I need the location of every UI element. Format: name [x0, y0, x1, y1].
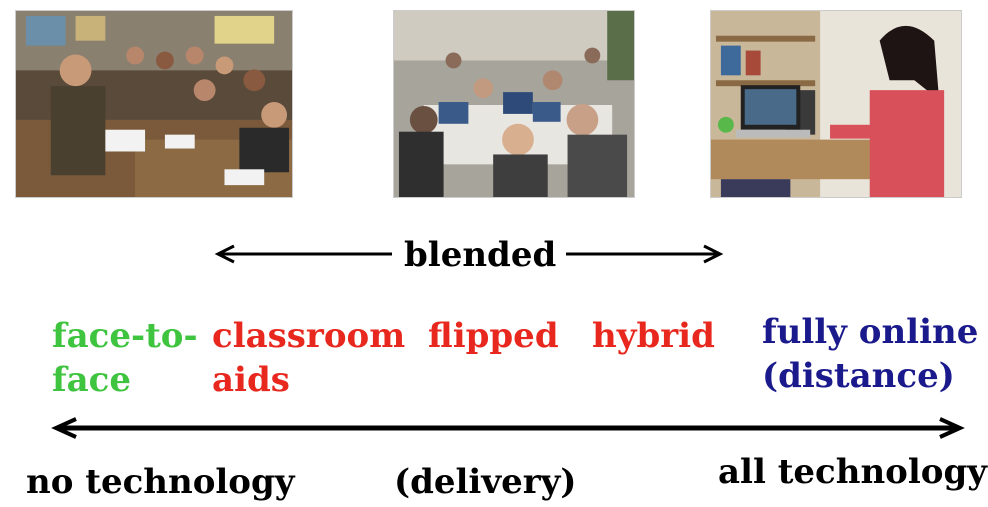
category-line: flipped: [428, 316, 559, 356]
category-classroom-aids: classroom aids: [212, 314, 405, 402]
axis-right-label: all technology: [718, 452, 987, 492]
technology-axis-arrow: [51, 417, 965, 439]
group-laptop-photo: [393, 10, 635, 198]
axis-left-label: no technology: [26, 462, 295, 502]
category-fully-online: fully online (distance): [762, 310, 978, 398]
category-line: face-to-: [52, 316, 198, 356]
category-line: (distance): [762, 356, 955, 396]
category-line: face: [52, 360, 131, 400]
category-line: aids: [212, 360, 290, 400]
category-line: classroom: [212, 316, 406, 356]
home-online-photo: [710, 10, 962, 198]
blended-arrow-right: [566, 244, 724, 264]
axis-center-label: (delivery): [394, 462, 577, 502]
category-hybrid: hybrid: [592, 314, 715, 358]
category-flipped: flipped: [428, 314, 559, 358]
category-line: fully online: [762, 312, 979, 352]
blended-label: blended: [404, 235, 557, 275]
category-line: hybrid: [592, 316, 715, 356]
blended-arrow-left: [214, 244, 392, 264]
classroom-lecture-photo: [15, 10, 293, 198]
category-face-to-face: face-to- face: [52, 314, 198, 402]
